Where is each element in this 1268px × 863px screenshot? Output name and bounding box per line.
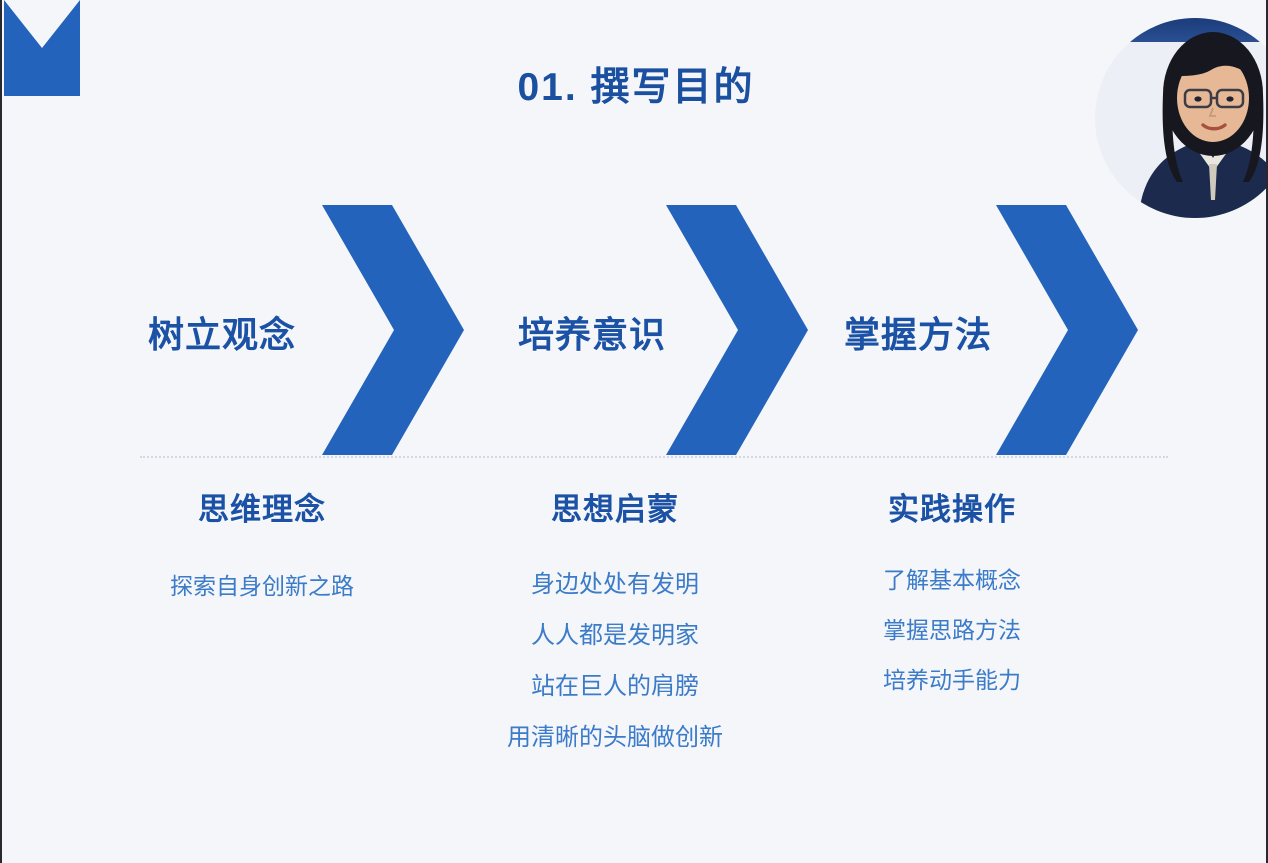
column-heading-1: 思维理念 — [198, 492, 326, 527]
person-avatar-icon — [1139, 32, 1266, 218]
column-heading-3: 实践操作 — [888, 492, 1016, 527]
chevron-right-arrow-2 — [662, 203, 810, 457]
column-list-3: 了解基本概念 掌握思路方法 培养动手能力 — [822, 569, 1082, 692]
section-divider — [140, 456, 1168, 458]
list-item: 了解基本概念 — [883, 567, 1021, 593]
presenter-webcam[interactable] — [1095, 18, 1266, 218]
chevron-right-arrow-1 — [318, 203, 466, 457]
list-item: 培养动手能力 — [883, 667, 1021, 693]
stage-label-2: 培养意识 — [518, 314, 667, 355]
detail-column-2: 思想启蒙 身边处处有发明 人人都是发明家 站在巨人的肩膀 用清晰的头脑做创新 — [467, 484, 763, 750]
avatar-backdrop — [1095, 18, 1266, 42]
detail-column-3: 实践操作 了解基本概念 掌握思路方法 培养动手能力 — [822, 484, 1082, 692]
column-list-1: 探索自身创新之路 — [132, 575, 392, 598]
column-list-2: 身边处处有发明 人人都是发明家 站在巨人的肩膀 用清晰的头脑做创新 — [467, 573, 763, 750]
list-item: 站在巨人的肩膀 — [531, 673, 699, 700]
list-item: 人人都是发明家 — [531, 622, 699, 649]
page-title: 01. 撰写目的 — [517, 66, 755, 109]
detail-column-1: 思维理念 探索自身创新之路 — [132, 484, 392, 598]
list-item: 身边处处有发明 — [531, 571, 699, 598]
list-item: 探索自身创新之路 — [170, 573, 354, 599]
avatar — [1095, 18, 1266, 218]
list-item: 用清晰的头脑做创新 — [507, 724, 723, 751]
stage-label-3: 掌握方法 — [844, 314, 993, 355]
list-item: 掌握思路方法 — [883, 617, 1021, 643]
stage-label-1: 树立观念 — [148, 314, 297, 355]
chevron-down-logo-mark — [4, 0, 80, 96]
chevron-right-arrow-3 — [992, 203, 1140, 457]
column-heading-2: 思想启蒙 — [551, 492, 679, 527]
